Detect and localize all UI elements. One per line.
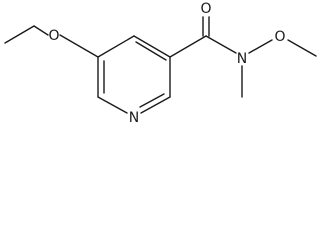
- bond-o-methyl: [287, 39, 317, 57]
- atom-carbonyl-oxygen: O: [200, 1, 211, 17]
- atom-ether-oxygen: O: [48, 28, 59, 44]
- bond-c4-c3: [133, 35, 171, 58]
- bond-ethyl-c1-c2: [4, 25, 35, 44]
- chemical-structure: O N O N O: [4, 1, 317, 126]
- bond-c2-n1: [140, 96, 171, 114]
- bond-c3-carbonyl: [169, 35, 207, 58]
- bond-n1-c6: [97, 96, 128, 114]
- bond-c2-n1-double: [139, 93, 165, 108]
- bond-c4-c3-double: [135, 41, 167, 61]
- bond-o-ring-c5: [59, 34, 99, 58]
- atom-ring-nitrogen: N: [129, 110, 139, 126]
- atom-methoxy-oxygen: O: [274, 29, 285, 45]
- bond-ethyl-c2-o: [33, 25, 49, 36]
- bond-carbonyl-n: [205, 35, 237, 54]
- bond-n-o: [248, 39, 273, 54]
- bond-c5-c4: [97, 35, 135, 58]
- atom-amide-nitrogen: N: [237, 51, 247, 67]
